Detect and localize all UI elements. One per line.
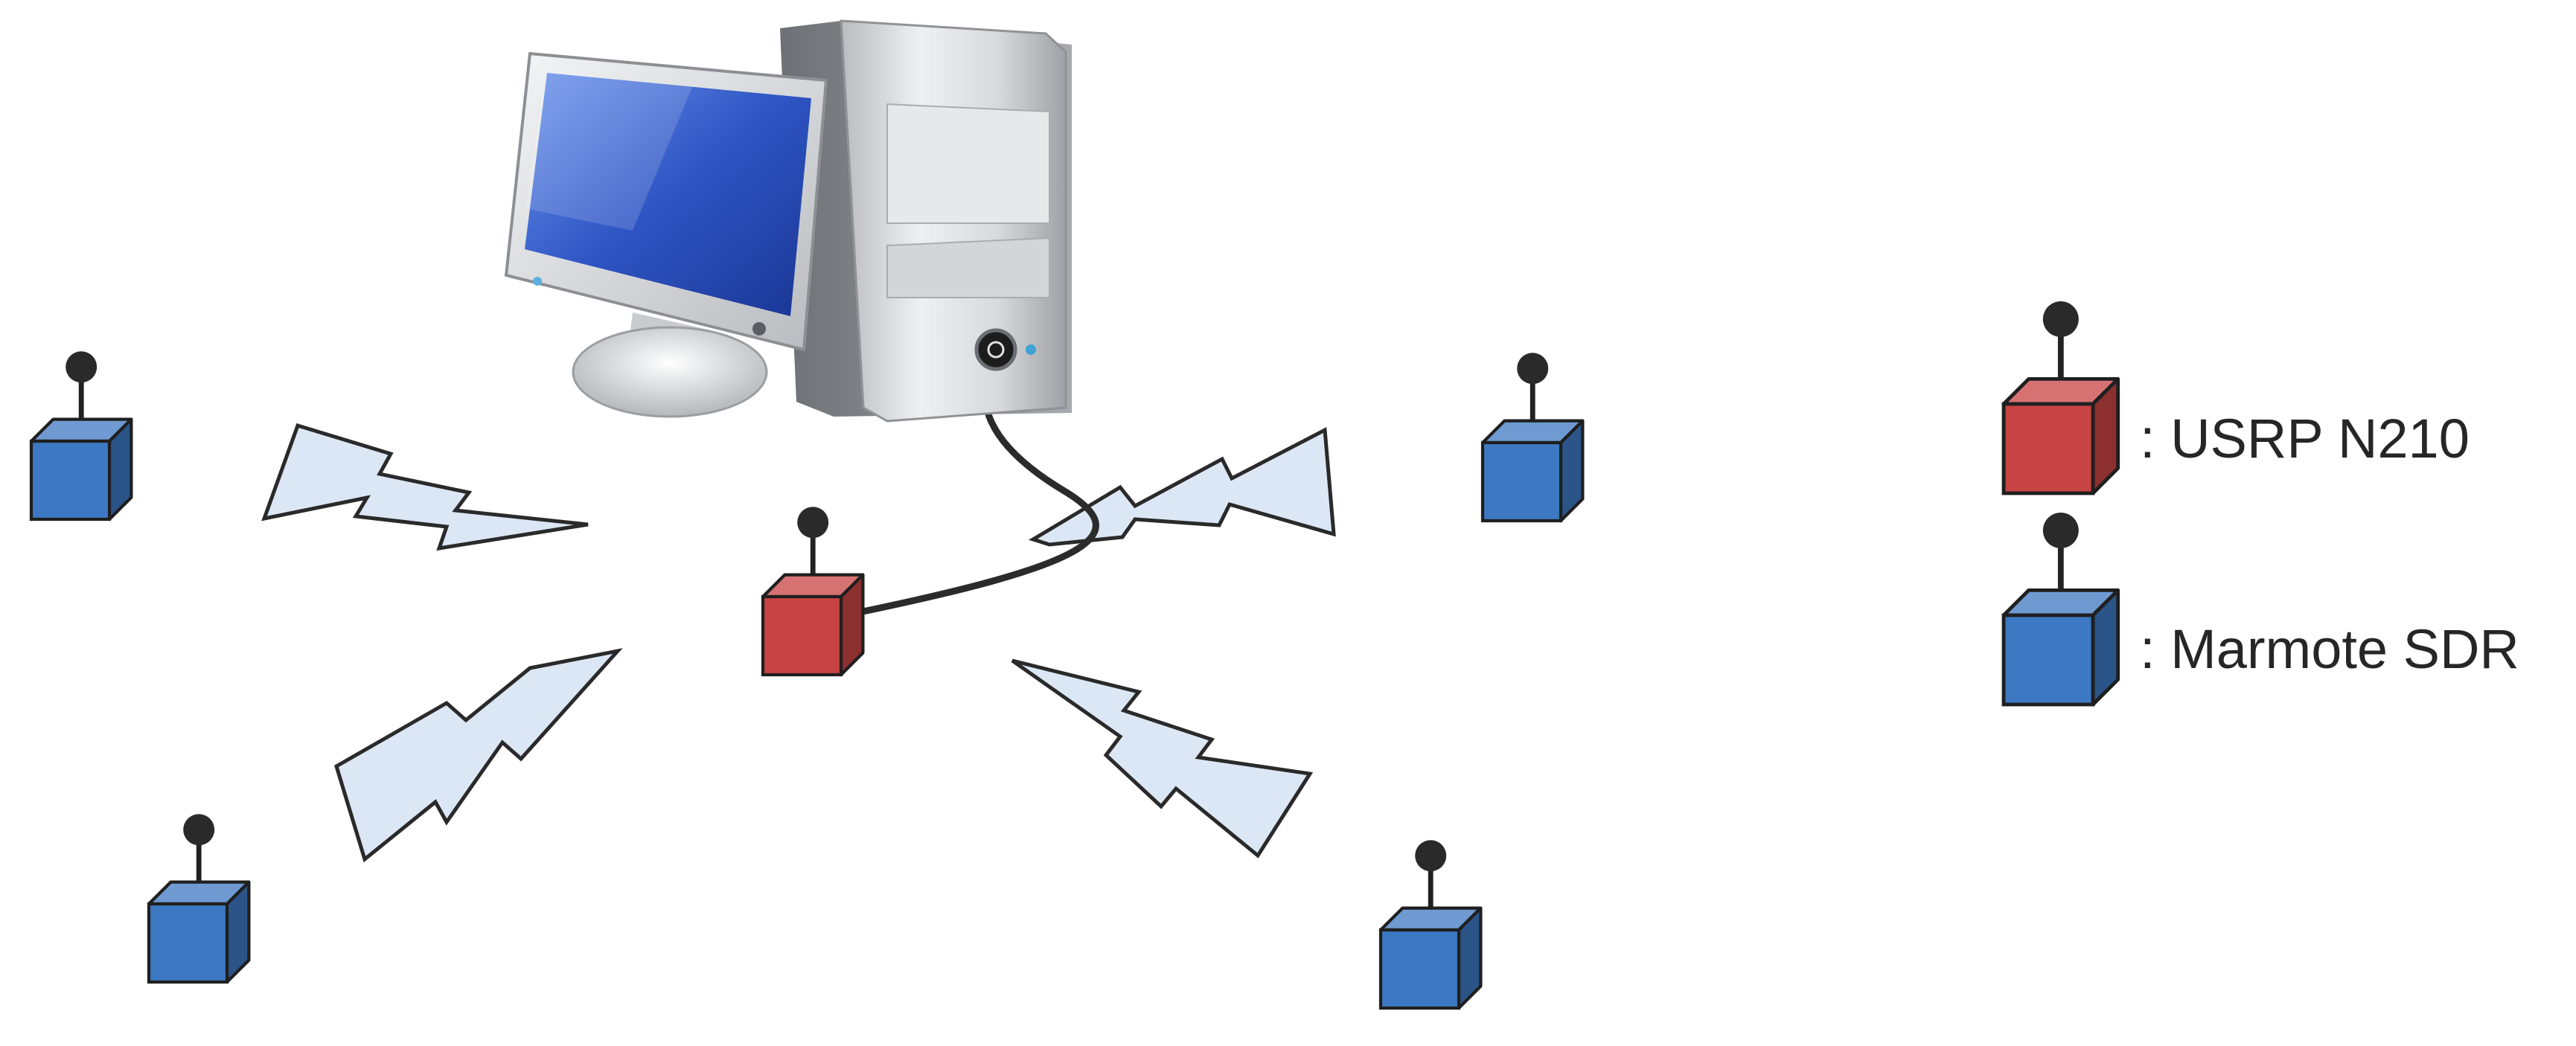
lightning-bolt-icon [1028,427,1336,547]
monitor-screen [525,73,811,316]
antenna-tip-icon [797,507,829,539]
legend-label-usrp: : USRP N210 [2140,408,2470,469]
monitor-stand [572,326,768,418]
marmote-cube-icon [2001,513,2120,707]
legend: : USRP N210 : Marmote SDR [2001,301,2519,707]
wireless-links [261,423,1336,863]
marmote-node-2 [147,814,251,984]
lightning-bolt-icon [334,648,623,863]
marmote-node-3 [1480,353,1585,523]
sdr-nodes [29,351,1585,1010]
usrp-cube-icon [2001,301,2120,495]
marmote-node-1 [29,351,133,522]
lightning-bolt-icon [261,423,589,551]
legend-usrp-cube-icon [2001,301,2120,495]
legend-marmote-cube-icon [2001,513,2120,707]
antenna-tip-icon [65,351,98,383]
usrp-node [761,507,865,677]
antenna-tip-icon [183,814,215,846]
antenna-tip-icon [1415,840,1447,872]
desktop-computer-icon [504,19,1072,423]
antenna-tip-icon [2042,513,2079,548]
antenna-tip-icon [2042,301,2079,337]
lightning-bolt-icon [1011,658,1314,859]
antenna-tip-icon [1517,353,1549,385]
marmote-node-4 [1378,840,1483,1010]
legend-label-marmote: : Marmote SDR [2140,618,2519,680]
power-button-icon [974,328,1017,371]
